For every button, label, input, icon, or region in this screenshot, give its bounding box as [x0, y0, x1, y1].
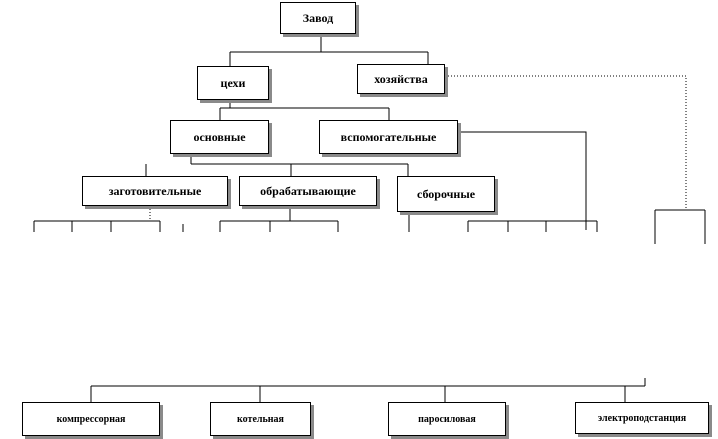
- box-processing: обрабатывающие: [239, 176, 377, 206]
- box-boiler: котельная: [210, 402, 311, 436]
- connector-right-subs: [408, 212, 598, 232]
- box-procurement: заготовительные: [82, 176, 228, 206]
- connector-auxiliary: [458, 131, 587, 230]
- connector-main: [145, 154, 409, 176]
- connector-far-right: [654, 209, 706, 244]
- box-main: основные: [170, 120, 269, 154]
- box-assembly: сборочные: [397, 176, 495, 212]
- connector-root: [229, 34, 429, 66]
- connector-procurement-subs: [33, 220, 184, 232]
- connector-workshops: [219, 100, 390, 120]
- box-workshops: цехи: [197, 66, 269, 100]
- root-box-zavod: Завод: [280, 2, 356, 34]
- box-steam-power: паросиловая: [388, 402, 506, 436]
- box-facilities: хозяйства: [357, 64, 445, 94]
- box-compressor: компрессорная: [22, 402, 160, 436]
- connector-bottom: [90, 378, 646, 402]
- connector-facilities-dotted: [445, 75, 687, 210]
- box-substation: электроподстанция: [575, 402, 709, 434]
- connector-processing-subs: [219, 206, 339, 232]
- box-auxiliary: вспомогательные: [319, 120, 458, 154]
